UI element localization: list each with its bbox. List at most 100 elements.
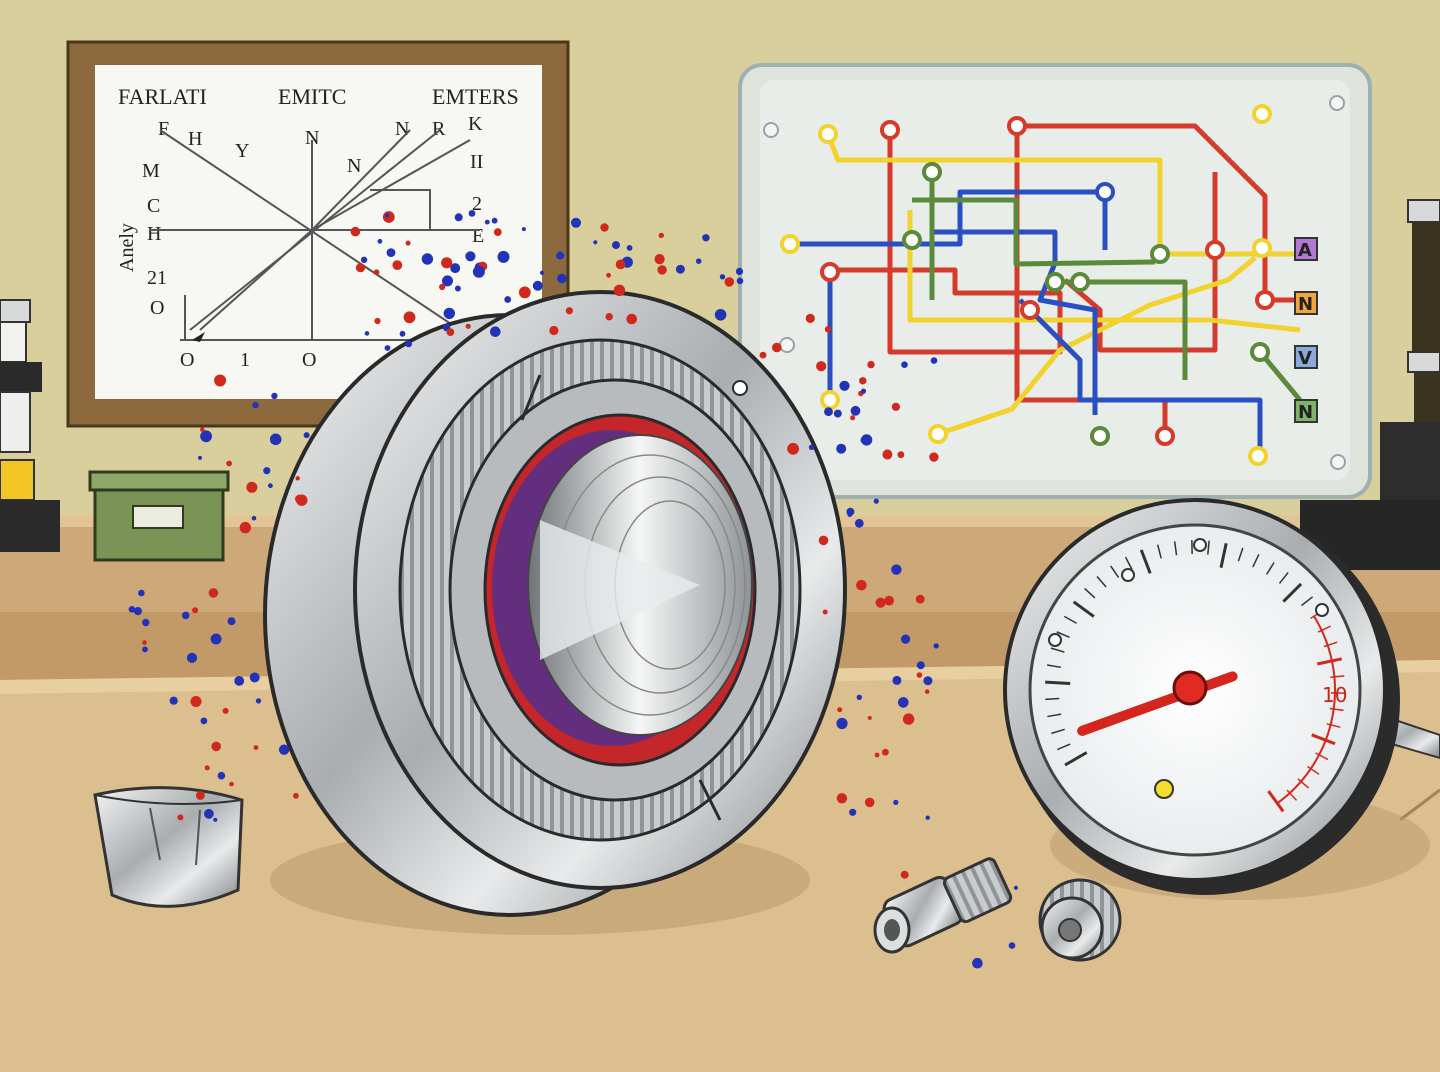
green-storage-box [88,470,230,562]
small-spur-gear [1038,878,1122,962]
whiteboard-letter: H [188,128,202,150]
transit-station [1155,426,1175,446]
particle [226,460,233,467]
particle [454,213,463,222]
particle [850,415,856,421]
particle [442,275,453,287]
whiteboard-letter: 2 [472,193,482,215]
particle [169,696,178,705]
particle [521,227,526,232]
particle [472,265,485,278]
particle [923,676,933,686]
whiteboard-side-label: Anely [116,223,138,272]
transit-station [1095,182,1115,202]
particle [549,325,559,336]
transit-station [880,120,900,140]
particle [210,633,222,645]
particle [916,672,923,678]
particle [142,646,148,653]
particle [695,258,702,265]
particle [933,643,939,649]
transit-station [1070,272,1090,292]
whiteboard-letter: F [158,118,169,140]
particle [719,274,726,280]
whiteboard-letter: C [147,195,160,217]
particle [675,264,685,274]
particle [571,217,581,228]
particle [217,771,226,780]
line-tag [1294,399,1318,423]
gauge-tick [1045,680,1071,685]
particle [303,432,310,439]
particle [626,313,637,325]
particle [898,697,909,708]
particle [702,234,710,242]
particle [196,791,205,800]
gauge-tick [1156,544,1162,559]
pressure-gauge: 10 [1003,498,1440,900]
gauge-tick [1329,707,1344,712]
particle [253,745,259,750]
particle [822,609,828,615]
particle [446,328,455,336]
particle [211,741,221,752]
particle [884,595,894,606]
gauge-tick [1064,751,1088,767]
gauge-tick [1307,765,1320,775]
particle [816,361,827,372]
particle [850,405,861,416]
particle [190,696,202,707]
gauge-tick [1301,596,1314,607]
particle [198,455,202,460]
whiteboard-letter: O [180,349,194,371]
transit-station [820,390,840,410]
whiteboard-letter: M [142,160,160,182]
particle [355,263,366,273]
small-shaft-gear [873,857,1013,954]
particle [856,579,867,591]
particle [736,277,744,285]
gauge-ticks [1045,540,1345,813]
particle [874,752,880,758]
particle [405,340,413,348]
particle [539,270,545,275]
particle [138,589,145,597]
particle [213,817,218,822]
particle [465,323,471,329]
particle [836,443,847,454]
transit-station [1250,342,1270,362]
gauge-tick [1051,728,1066,735]
particle [252,401,259,409]
particle [518,286,531,299]
particle [891,402,901,411]
particle [856,694,862,700]
particle [468,210,476,217]
particle [443,307,455,320]
particle [200,430,213,443]
particle [268,483,273,489]
whiteboard-letter: O [302,349,316,371]
line-tag [1294,291,1318,315]
gauge-tick [1084,587,1096,599]
transit-station [928,424,948,444]
particle [724,277,735,287]
gauge-tick [1063,615,1077,624]
particle [295,476,300,481]
particle [626,245,633,251]
particle [222,707,229,714]
particle [605,313,613,321]
canister-right [1300,199,1440,570]
particle [484,219,490,225]
line-tag [1294,345,1318,369]
particle [403,311,416,324]
particle [239,521,251,534]
particle [204,808,214,819]
particle [263,467,271,475]
gauge-tick [1046,664,1062,669]
particle [454,285,461,292]
particle [557,273,567,284]
particle [405,240,411,246]
particle [350,226,361,237]
particle [654,254,665,265]
